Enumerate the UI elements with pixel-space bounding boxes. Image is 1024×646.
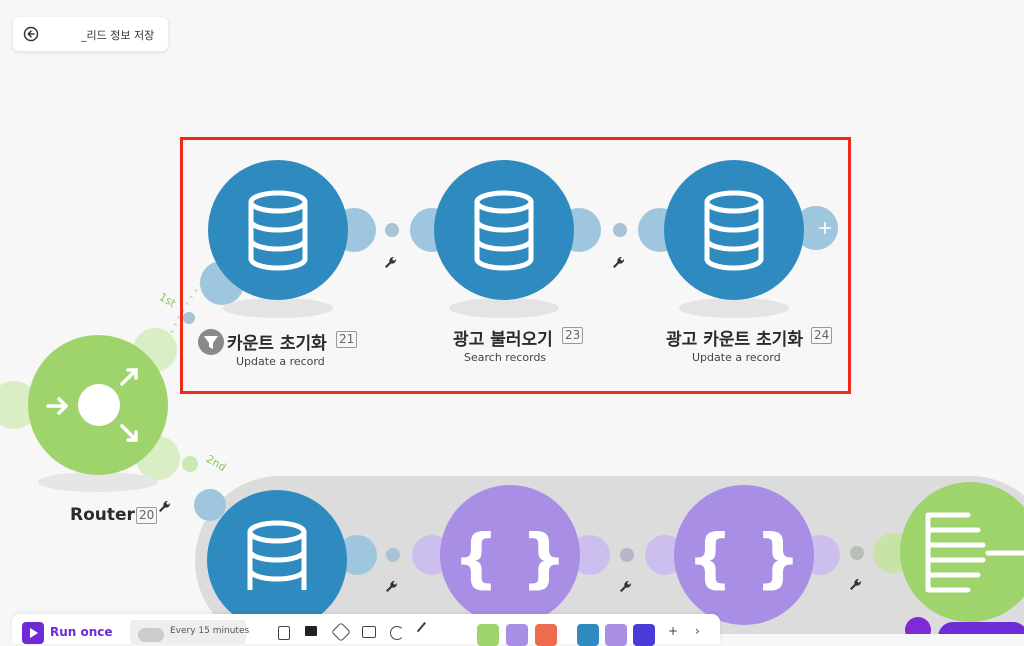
wrench-icon[interactable] <box>613 256 625 268</box>
settings-icon[interactable] <box>331 622 351 642</box>
add-app-icon[interactable]: + <box>668 624 679 638</box>
link-21-23-dot[interactable] <box>385 223 399 237</box>
wrench-icon[interactable] <box>385 256 397 268</box>
module-24-id: 24 <box>811 327 833 344</box>
route-2-module-3-node[interactable] <box>674 485 814 625</box>
scenario-title: _리드 정보 저장 <box>81 29 155 42</box>
module-24-shadow <box>679 298 789 318</box>
json-app-icon[interactable] <box>605 624 627 646</box>
schedule-toggle[interactable] <box>138 628 164 642</box>
aggregator-icon <box>925 512 1024 593</box>
module-23-title: 광고 불러오기 <box>453 330 553 350</box>
arrow-left-circle-icon[interactable] <box>23 26 39 42</box>
route-2-input-connector[interactable] <box>194 489 226 521</box>
router-id: 20 <box>136 507 158 524</box>
module-24-add-connector[interactable] <box>794 206 838 250</box>
ai-assistant-button[interactable] <box>938 622 1024 634</box>
route-1-link-dot[interactable] <box>183 312 195 324</box>
flow-control-icon[interactable] <box>506 624 528 646</box>
module-23-id: 23 <box>562 327 584 344</box>
database-icon <box>248 190 308 271</box>
undo-icon[interactable] <box>390 626 404 640</box>
module-23-subtitle: Search records <box>464 351 547 364</box>
tools-icon[interactable] <box>477 624 499 646</box>
route-2-module-1-output-connector[interactable] <box>337 535 377 575</box>
module-24-subtitle: Update a record <box>692 351 781 364</box>
link-23-24-dot[interactable] <box>613 223 627 237</box>
module-21-id: 21 <box>336 331 358 348</box>
plus-icon[interactable] <box>819 222 831 234</box>
run-once-button[interactable]: Run once <box>50 625 113 639</box>
json-braces-icon: { } <box>687 522 800 596</box>
route-2-label: 2nd <box>204 452 229 474</box>
router-label: Router <box>70 505 135 525</box>
comment-icon[interactable] <box>362 626 376 638</box>
route-2-link-dot[interactable] <box>182 456 198 472</box>
play-icon[interactable] <box>22 622 44 644</box>
database-icon <box>247 520 307 590</box>
route-2-link-3-dot[interactable] <box>850 546 864 560</box>
database-app-icon[interactable] <box>577 624 599 646</box>
chevron-icon[interactable]: › <box>695 624 700 638</box>
app-icon[interactable] <box>633 624 655 646</box>
save-icon[interactable] <box>278 626 290 640</box>
filter-funnel-glyph <box>204 336 218 349</box>
route-2-module-2-output-connector[interactable] <box>570 535 610 575</box>
wrench-icon[interactable] <box>620 580 632 592</box>
module-21-title: 카운트 초기화 <box>227 334 327 354</box>
help-icon[interactable] <box>905 617 931 634</box>
route-2-link-1-dot[interactable] <box>386 548 400 562</box>
wrench-icon[interactable] <box>386 580 398 592</box>
magic-wand-icon[interactable] <box>416 621 436 641</box>
schedule-control[interactable]: Every 15 minutes <box>130 620 250 644</box>
wrench-icon[interactable] <box>159 500 171 512</box>
router-arrows-icon <box>46 368 138 442</box>
text-parser-icon[interactable] <box>535 624 557 646</box>
selection-highlight <box>180 137 851 394</box>
route-1-label: 1st <box>157 290 179 310</box>
database-icon <box>704 190 764 271</box>
wrench-icon[interactable] <box>850 578 862 590</box>
module-21-shadow <box>223 298 333 318</box>
router-hub-icon <box>78 384 120 426</box>
database-icon <box>474 190 534 271</box>
bottom-toolbar: Run once Every 15 minutes + › <box>12 614 720 646</box>
json-braces-icon: { } <box>453 522 566 596</box>
module-23-shadow <box>449 298 559 318</box>
module-24-title: 광고 카운트 초기화 <box>666 330 803 350</box>
module-21-subtitle: Update a record <box>236 355 325 368</box>
schedule-text: Every 15 minutes <box>170 626 250 636</box>
scenario-header: _리드 정보 저장 <box>13 17 168 51</box>
notes-icon[interactable] <box>305 626 317 636</box>
router-shadow <box>38 472 158 492</box>
router-input-connector[interactable] <box>0 381 38 429</box>
route-2-link-2-dot[interactable] <box>620 548 634 562</box>
route-1-path <box>166 268 216 341</box>
route-2-module-2-node[interactable] <box>440 485 580 625</box>
